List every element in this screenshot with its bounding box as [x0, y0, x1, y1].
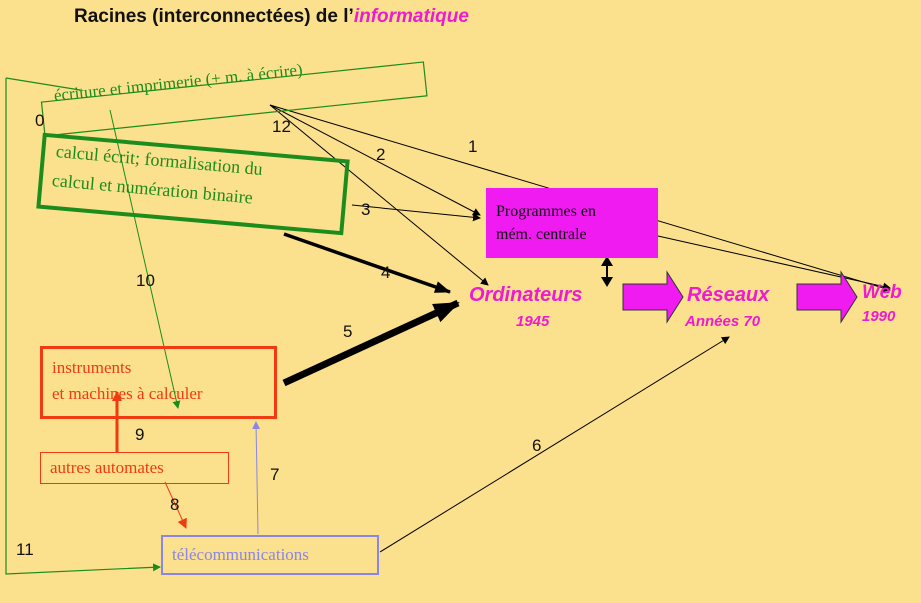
- telecom-box: [161, 535, 379, 575]
- edge-label-1: 1: [468, 137, 478, 156]
- edge-label-5: 5: [343, 322, 353, 341]
- programmes-label-line2: mém. centrale: [496, 226, 587, 243]
- edge-label-9: 9: [135, 425, 145, 444]
- edge-5: [282, 299, 460, 387]
- edge-12: [269, 104, 489, 286]
- edge-label-7: 7: [270, 465, 280, 484]
- edge-10: [109, 109, 181, 409]
- edge-label-11: 11: [16, 540, 34, 559]
- edge-6: [379, 336, 730, 553]
- ecriture-box: [40, 61, 428, 137]
- web-label: Web: [862, 282, 902, 303]
- edge-0: [5, 77, 81, 91]
- calcul-box: [36, 132, 350, 236]
- edge-3: [351, 204, 481, 222]
- edge-11: [5, 78, 161, 575]
- page-title: Racines (interconnectées) de l’informati…: [74, 6, 469, 28]
- reseaux-year: Années 70: [685, 313, 761, 330]
- block-arrow-reseaux-web: [796, 270, 858, 324]
- arrowhead-down: [601, 277, 613, 287]
- edge-label-8: 8: [170, 495, 180, 514]
- telecom-label: télécommunications: [172, 545, 309, 564]
- programmes-box: [486, 188, 658, 258]
- edge-label-3: 3: [361, 200, 371, 219]
- ordinateurs-label: Ordinateurs: [469, 284, 583, 306]
- edge-label-4: 4: [381, 263, 391, 282]
- instruments-label-line2: et machines à calculer: [52, 384, 203, 403]
- programmes-label-line1: Programmes en: [496, 203, 596, 220]
- edge-programmes-web: [657, 235, 891, 291]
- arrowhead-up: [601, 256, 613, 266]
- edge-7: [252, 421, 261, 535]
- edge-label-10: 10: [136, 271, 155, 290]
- edge-2: [269, 104, 481, 216]
- reseaux-label: Réseaux: [687, 284, 770, 306]
- automates-label: autres automates: [50, 458, 164, 477]
- block-arrow-ordinateurs-reseaux: [622, 270, 684, 324]
- web-year: 1990: [862, 308, 896, 325]
- instruments-label-line1: instruments: [52, 358, 132, 377]
- edge-label-2: 2: [376, 145, 386, 164]
- title-emphasis: informatique: [353, 6, 469, 27]
- title-prefix: Racines (interconnectées) de l’: [74, 6, 354, 27]
- ordinateurs-year: 1945: [516, 313, 550, 330]
- instruments-box: [40, 346, 277, 419]
- edge-label-12: 12: [272, 117, 291, 136]
- edge-8: [164, 481, 187, 529]
- automates-box: [40, 452, 229, 484]
- edge-label-0: 0: [35, 111, 45, 130]
- edge-label-6: 6: [532, 436, 542, 455]
- edge-4: [283, 232, 451, 294]
